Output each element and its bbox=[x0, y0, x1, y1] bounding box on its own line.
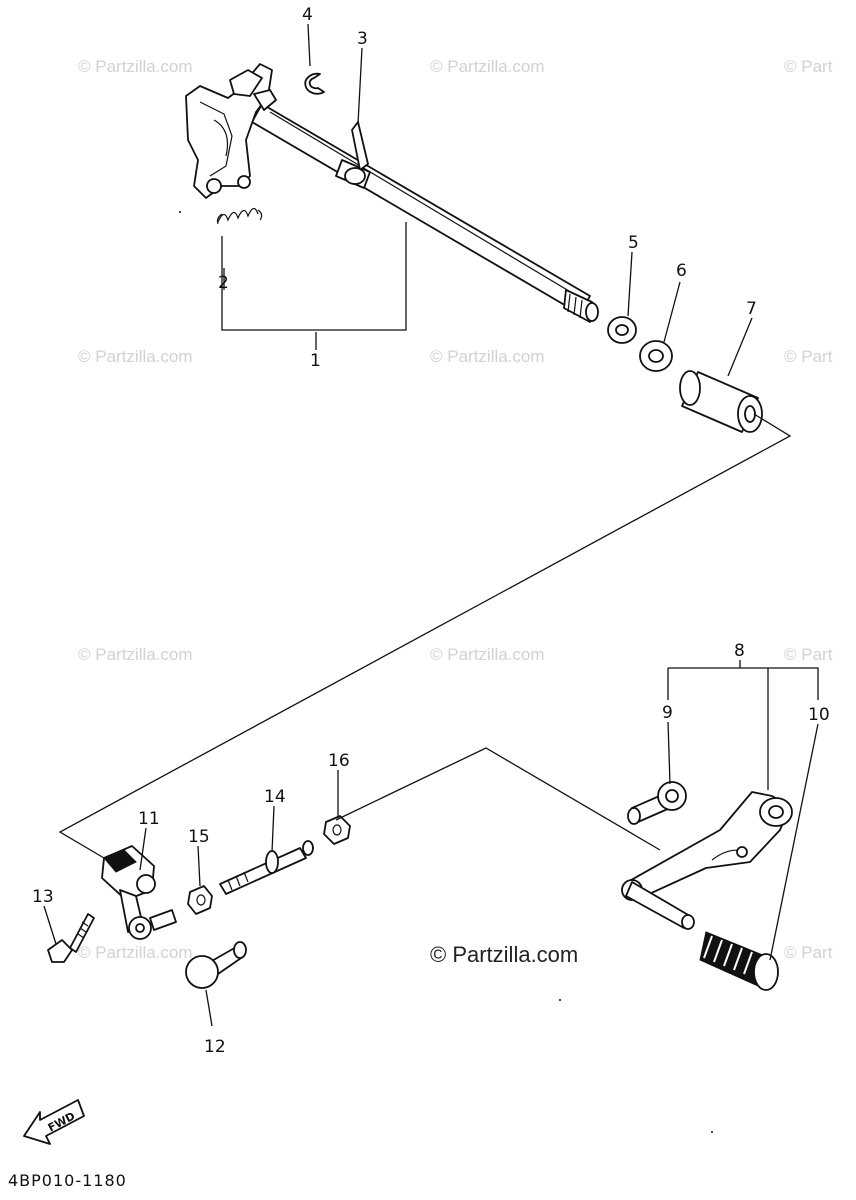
watermark: © Partzilla.com bbox=[78, 347, 193, 366]
watermark: © Partzilla.com bbox=[430, 57, 545, 76]
callout-16: 16 bbox=[328, 751, 350, 771]
shift-pedal-part bbox=[621, 791, 793, 930]
leader-lines bbox=[43, 23, 819, 1027]
circlip-part bbox=[304, 72, 325, 95]
callout-10: 10 bbox=[808, 705, 830, 725]
speck bbox=[559, 999, 561, 1001]
callout-3: 3 bbox=[357, 29, 368, 49]
watermark: © Partzilla.com bbox=[430, 645, 545, 664]
speck bbox=[179, 211, 181, 213]
speck bbox=[711, 1131, 713, 1133]
watermark: © Part bbox=[784, 57, 833, 76]
callout-12: 12 bbox=[204, 1037, 226, 1057]
callout-13: 13 bbox=[32, 887, 54, 907]
pedal-rubber-part bbox=[699, 931, 779, 991]
collar-part bbox=[679, 370, 763, 433]
shift-shaft-assembly bbox=[185, 63, 599, 323]
fwd-arrow-icon: FWD bbox=[23, 1099, 85, 1145]
callout-4: 4 bbox=[302, 5, 313, 25]
watermark: © Partzilla.com bbox=[78, 943, 193, 962]
watermark-layer: © Partzilla.com © Partzilla.com © Part ©… bbox=[78, 57, 833, 967]
callouts: 1 2 3 4 5 6 7 8 9 10 11 12 13 14 15 16 bbox=[32, 5, 830, 1057]
rod-end-part bbox=[185, 941, 247, 989]
watermark: © Partzilla.com bbox=[430, 347, 545, 366]
watermark: © Part bbox=[784, 943, 833, 962]
diagram-code: 4BP010-1180 bbox=[8, 1171, 127, 1190]
nut-part bbox=[187, 885, 213, 915]
callout-2: 2 bbox=[218, 273, 229, 293]
nut-part bbox=[323, 815, 351, 845]
shift-arm-part bbox=[101, 845, 177, 940]
callout-1: 1 bbox=[310, 351, 321, 371]
center-watermark: © Partzilla.com bbox=[430, 942, 578, 967]
callout-15: 15 bbox=[188, 827, 210, 847]
callout-14: 14 bbox=[264, 787, 286, 807]
callout-7: 7 bbox=[746, 299, 757, 319]
bolt-part bbox=[47, 913, 95, 963]
watermark: © Part bbox=[784, 645, 833, 664]
callout-9: 9 bbox=[662, 703, 673, 723]
washer-part bbox=[607, 316, 637, 344]
oil-seal-part bbox=[639, 340, 673, 372]
callout-6: 6 bbox=[676, 261, 687, 281]
spring-part bbox=[216, 207, 263, 225]
watermark: © Partzilla.com bbox=[78, 57, 193, 76]
callout-5: 5 bbox=[628, 233, 639, 253]
rod-end-joint-part bbox=[627, 781, 687, 825]
callout-8: 8 bbox=[734, 641, 745, 661]
shift-rod-part bbox=[219, 840, 314, 895]
watermark: © Partzilla.com bbox=[78, 645, 193, 664]
watermark: © Part bbox=[784, 347, 833, 366]
callout-11: 11 bbox=[138, 809, 160, 829]
